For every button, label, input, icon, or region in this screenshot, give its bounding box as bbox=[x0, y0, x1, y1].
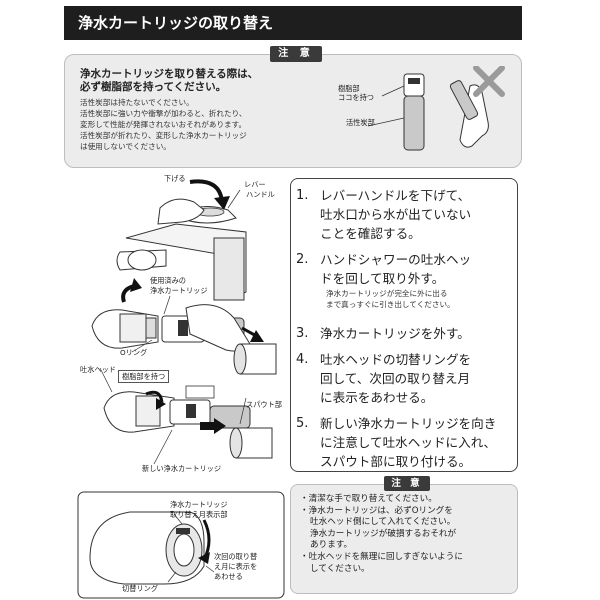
step-line: ハンドシャワーの吐水ヘッ bbox=[320, 252, 472, 267]
spout-head-label: 吐水ヘッド bbox=[80, 365, 116, 374]
carbon-label: 活性炭部 bbox=[346, 118, 375, 127]
caution-note: 活性炭部は持たないでください。 bbox=[80, 98, 194, 107]
switch-ring-detail bbox=[89, 511, 205, 585]
lever-label-2: ハンドル bbox=[246, 190, 275, 199]
arrow-right-icon bbox=[200, 418, 226, 434]
spout-part-label: スパウト部 bbox=[246, 400, 282, 409]
caution-item-cont: してください。 bbox=[310, 563, 370, 574]
top-caution-panel bbox=[64, 54, 522, 168]
step-line: スパウト部に取り付ける。 bbox=[320, 454, 472, 469]
next-month-label-2: え月に表示を bbox=[214, 562, 258, 571]
cartridge-resin-part bbox=[403, 73, 425, 97]
caution-note: は使用しないでください。 bbox=[80, 142, 171, 151]
cross-mark-icon bbox=[473, 66, 505, 97]
arrow-right-icon bbox=[241, 326, 264, 342]
caution-note: 変形して性能が発揮されないおそれがあります。 bbox=[80, 120, 247, 129]
step-line: 新しい浄水カートリッジを向き bbox=[320, 416, 497, 431]
lower-label: 下げる bbox=[164, 174, 186, 183]
spout-pipe bbox=[229, 427, 273, 459]
cartridge-label-icon bbox=[408, 78, 420, 84]
lever-label-1: レバー bbox=[244, 180, 266, 189]
spout-pipe bbox=[233, 343, 277, 375]
step-3: 3. 浄水カートリッジを外す。 bbox=[296, 324, 520, 343]
bottom-caution-text: ・清潔な手で取り替えてください。 ・浄水カートリッジは、必ずOリングを 吐水ヘッ… bbox=[300, 494, 514, 575]
step-number: 1. bbox=[296, 188, 309, 203]
step-line: 回して、次回の取り替え月 bbox=[320, 371, 471, 386]
cartridge-wrong-grip bbox=[449, 80, 479, 120]
step-line: ことを確認する。 bbox=[320, 226, 421, 241]
rotate-arrow-icon bbox=[145, 390, 166, 410]
step-note: まで真っすぐに引き出してください。 bbox=[326, 300, 455, 309]
spout-head-removed bbox=[91, 309, 159, 349]
oring-label: Oリング bbox=[120, 348, 148, 357]
new-cartridge-label: 新しい浄水カートリッジ bbox=[142, 464, 222, 473]
caution-item: ・浄水カートリッジは、必ずOリングを bbox=[300, 505, 453, 516]
bottom-caution-panel bbox=[290, 484, 518, 594]
arrow-down-icon bbox=[189, 179, 230, 210]
step-5: 5. 新しい浄水カートリッジを向き に注意して吐水ヘッドに入れ、 スパウト部に取… bbox=[296, 414, 520, 471]
hold-resin-label: 樹脂部を持つ bbox=[118, 370, 170, 383]
step-line: レバーハンドルを下げて、 bbox=[320, 188, 471, 203]
resin-label-2: ココを持つ bbox=[338, 93, 374, 102]
step-number: 2. bbox=[296, 252, 309, 267]
switch-ring-label: 切替リング bbox=[122, 584, 158, 593]
step-number: 4. bbox=[296, 352, 309, 367]
step-note: 浄水カートリッジが完全に外に出る bbox=[326, 289, 448, 298]
faucet-body bbox=[116, 223, 247, 301]
step-line: 吐水ヘッドの切替リングを bbox=[320, 352, 472, 367]
page-title: 浄水カートリッジの取り替え bbox=[64, 6, 522, 40]
step-line: に表示をあわせる。 bbox=[320, 390, 434, 405]
step-line: 吐水口から水が出ていない bbox=[320, 207, 472, 222]
step-2: 2. ハンドシャワーの吐水ヘッ ドを回して取り外す。 浄水カートリッジが完全に外… bbox=[296, 250, 520, 310]
caution-item: ・吐水ヘッドを無理に回しすぎないように bbox=[300, 551, 463, 562]
step-line: 浄水カートリッジを外す。 bbox=[320, 326, 470, 341]
caution-main-text: 浄水カートリッジを取り替える際は、 必ず樹脂部を持ってください。 bbox=[80, 68, 320, 94]
rotate-arrow-icon bbox=[121, 278, 142, 303]
next-month-label-3: あわせる bbox=[214, 572, 243, 581]
caution-item-cont: 吐水ヘッド側にして入れてください。 bbox=[310, 517, 456, 528]
step-line: ドを回して取り外す。 bbox=[320, 271, 445, 286]
month-display-label-1: 浄水カートリッジ bbox=[170, 500, 228, 509]
cartridge-tag bbox=[185, 385, 215, 399]
cartridge-hold-illustration bbox=[367, 66, 505, 151]
caution-badge: 注 意 bbox=[384, 476, 430, 491]
rotate-arrow-icon bbox=[198, 519, 211, 564]
caution-item-cont: 浄水カートリッジが破損するおそれが bbox=[310, 528, 457, 539]
caution-note: 活性炭部に強い力や衝撃が加わると、折れたり、 bbox=[80, 109, 247, 118]
caution-badge: 注 意 bbox=[270, 46, 322, 62]
step-1: 1. レバーハンドルを下げて、 吐水口から水が出ていない ことを確認する。 bbox=[296, 186, 520, 243]
steps-box bbox=[290, 178, 518, 472]
spout-head-installing bbox=[103, 391, 175, 433]
hand-icon bbox=[157, 198, 205, 225]
step-number: 5. bbox=[296, 416, 309, 431]
month-display-label-2: 取り替え月表示部 bbox=[170, 510, 228, 519]
faucet-illustration bbox=[77, 179, 285, 599]
used-cartridge-label-2: 浄水カートリッジ bbox=[150, 286, 208, 295]
caution-item: ・清潔な手で取り替えてください。 bbox=[300, 494, 437, 504]
cartridge-carbon-part bbox=[403, 95, 425, 151]
step-number: 3. bbox=[296, 326, 309, 341]
caution-main-line: 必ず樹脂部を持ってください。 bbox=[80, 81, 227, 93]
caution-note: 活性炭部が折れたり、変形した浄水カートリッジ bbox=[80, 131, 247, 140]
step-4: 4. 吐水ヘッドの切替リングを 回して、次回の取り替え月 に表示をあわせる。 bbox=[296, 350, 520, 407]
next-month-label-1: 次回の取り替 bbox=[214, 552, 258, 561]
resin-label-1: 樹脂部 bbox=[338, 84, 360, 93]
caution-notes: 活性炭部は持たないでください。 活性炭部に強い力や衝撃が加わると、折れたり、 変… bbox=[80, 97, 330, 152]
step-line: に注意して吐水ヘッドに入れ、 bbox=[320, 435, 497, 450]
caution-item-cont: あります。 bbox=[310, 540, 353, 551]
caution-main-line: 浄水カートリッジを取り替える際は、 bbox=[80, 68, 259, 80]
used-cartridge-label-1: 使用済みの bbox=[150, 276, 186, 285]
